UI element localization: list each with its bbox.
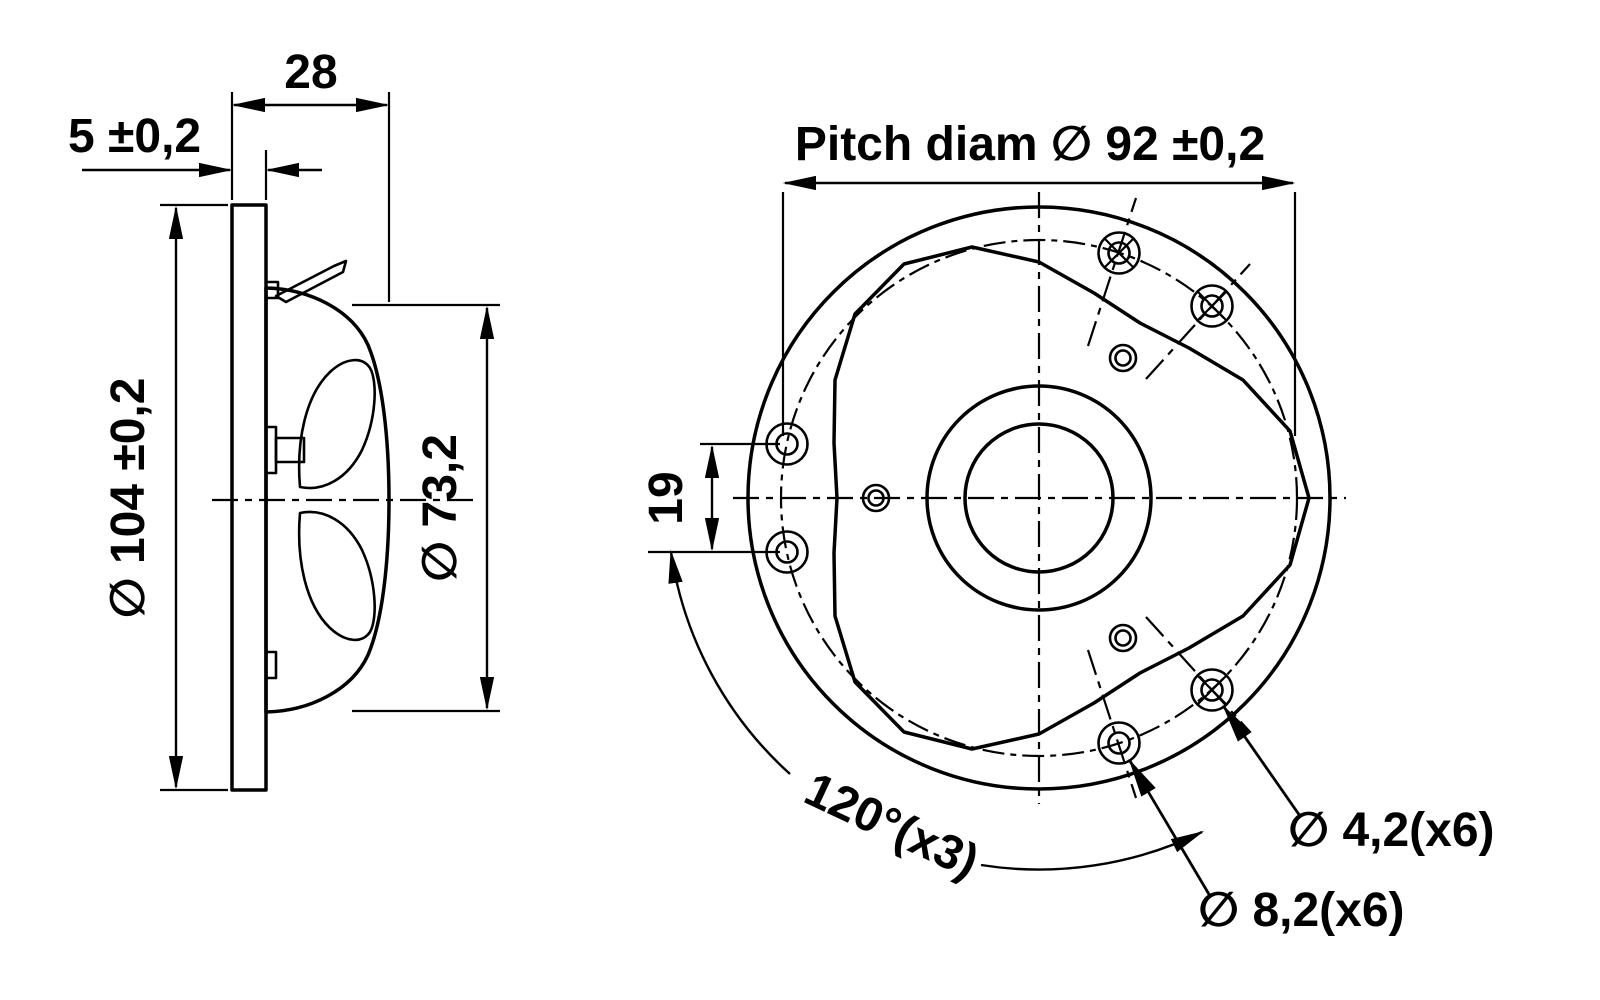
pilot-hole-inner [1114, 629, 1132, 647]
pitch-circle [779, 238, 1299, 758]
callout-small-hole-label: ∅ 4,2(x6) [1288, 804, 1495, 857]
through-hole-circle [1200, 294, 1224, 318]
counterbore-circle [1097, 721, 1141, 765]
pilot-hole [861, 483, 891, 513]
pilot-hole [1108, 343, 1138, 373]
radial-centerline [1086, 649, 1138, 799]
dome-section-lower [297, 510, 376, 642]
dome-circle [963, 422, 1115, 574]
through-hole-circle [1107, 241, 1131, 265]
terminal-tab [274, 259, 348, 304]
terminal-base [264, 280, 280, 300]
dim-dome-diameter: ∅ 73,2 [352, 303, 500, 713]
angle-arc [668, 549, 791, 775]
connector-lug [274, 436, 306, 464]
rear-body-outline [264, 286, 391, 714]
through-hole-circle [1200, 678, 1224, 702]
callout-small-hole: ∅ 4,2(x6) [1222, 704, 1495, 857]
trefoil-faceplate [832, 245, 1311, 751]
leader-line [1222, 704, 1302, 817]
angle-arc [980, 830, 1205, 871]
dome-section-upper [297, 358, 376, 490]
dim-flange-label: 5 ±0,2 [68, 110, 201, 163]
pilot-hole-outer [1108, 343, 1138, 373]
pilot-hole-outer [861, 483, 891, 513]
counterbore-circle [1190, 668, 1234, 712]
leader-line [1128, 758, 1212, 897]
dim-dome-label: ∅ 73,2 [414, 434, 467, 582]
counterbore-circle [1097, 231, 1141, 275]
through-hole-circle [1107, 731, 1131, 755]
radial-centerline [1145, 263, 1251, 380]
dim-flange-thickness: 5 ±0,2 [68, 110, 322, 200]
dim-depth-label: 28 [284, 46, 337, 99]
dim-pitch-diameter: Pitch diam ∅ 92 ±0,2 [781, 118, 1297, 436]
dim-outer-label: ∅ 104 ±0,2 [102, 378, 155, 619]
pilot-hole-outer [1108, 623, 1138, 653]
lower-tab [264, 650, 278, 680]
dim-depth: 28 [230, 46, 391, 302]
callout-counterbore-label: ∅ 8,2(x6) [1198, 884, 1405, 937]
mounting-hole [1097, 721, 1141, 765]
pilot-hole-inner [867, 489, 885, 507]
outer-flange-circle [746, 205, 1332, 791]
radial-centerline [1086, 197, 1138, 347]
hole-cross-mark [1196, 290, 1228, 322]
dim-outer-diameter: ∅ 104 ±0,2 [102, 203, 228, 792]
dim-spacing-label: 19 [640, 471, 693, 524]
side-view: 28 5 ±0,2 ∅ 104 ±0,2 ∅ 73,2 [68, 46, 500, 792]
pilot-hole-inner [1114, 349, 1132, 367]
mounting-hole [1190, 284, 1234, 328]
pilot-hole [1108, 623, 1138, 653]
dome-surround-circle [925, 384, 1153, 612]
hole-cross-mark [1196, 674, 1228, 706]
counterbore-circle [1190, 284, 1234, 328]
dim-pitch-label: Pitch diam ∅ 92 ±0,2 [795, 118, 1265, 171]
mounting-hole [1097, 231, 1141, 275]
hole-cross-mark [1103, 237, 1135, 269]
callout-counterbore: ∅ 8,2(x6) [1128, 758, 1405, 937]
mounting-hole [1190, 668, 1234, 712]
dim-hole-spacing: 19 [640, 442, 780, 554]
